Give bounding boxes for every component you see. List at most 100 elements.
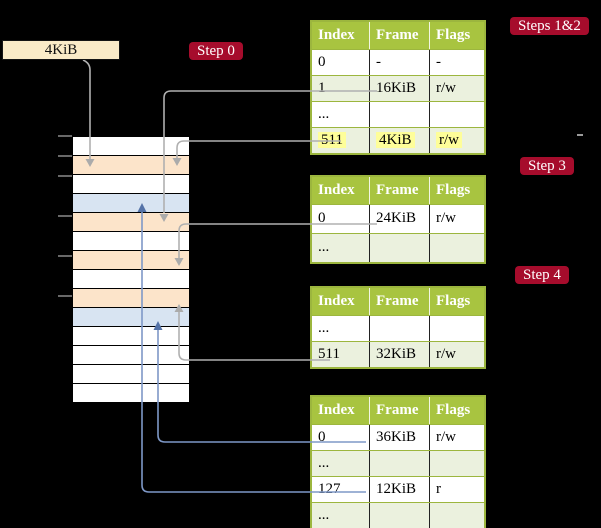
table-cell: 511 <box>312 128 369 153</box>
table-cell: - <box>429 50 484 75</box>
table-cell: 127 <box>312 477 369 502</box>
cell-value: 32KiB <box>376 346 417 362</box>
cell-value: ... <box>318 455 330 471</box>
memory-frame-row-12-free <box>72 364 190 384</box>
column-header-index: Index <box>318 182 355 198</box>
table-cell: 0 <box>312 50 369 75</box>
cell-value: - <box>376 54 381 70</box>
table-cell: r/w <box>429 342 484 367</box>
cell-value: 0 <box>318 210 326 226</box>
table-cell <box>369 102 429 127</box>
arrow-l3-entry-511-to-frame-32kib <box>178 312 330 361</box>
table-cell: 0 <box>312 425 369 450</box>
cell-value: 36KiB <box>376 429 417 445</box>
column-header-index: Index <box>318 27 355 43</box>
ptbr-box: 4KiB <box>2 40 120 60</box>
cell-value: ... <box>318 320 330 336</box>
table-row: 0 24KiB r/w <box>312 204 484 233</box>
table-row: ... <box>312 502 484 528</box>
column-header-flags: Flags <box>429 288 484 315</box>
ptbr-label: 4KiB <box>44 42 78 58</box>
table-cell: r/w <box>429 128 484 153</box>
table-cell: ... <box>312 451 369 476</box>
cell-value: r/w <box>436 80 456 96</box>
cell-value: 511 <box>318 346 340 362</box>
cell-value: 16KiB <box>376 80 417 96</box>
column-header-index: Index <box>318 293 355 309</box>
table-cell <box>369 234 429 262</box>
table-cell: r/w <box>429 205 484 233</box>
cell-value: ... <box>318 507 330 523</box>
table-row: 0 36KiB r/w <box>312 424 484 450</box>
table-row: ... <box>312 233 484 262</box>
column-header-flags: Flags <box>429 177 484 204</box>
memory-frame-row-0-free <box>72 136 190 156</box>
table-cell <box>429 234 484 262</box>
table-cell: r/w <box>429 76 484 101</box>
table-row: ... <box>312 450 484 476</box>
table-row: ... <box>312 315 484 341</box>
column-header-flags: Flags <box>429 22 484 49</box>
column-header-frame: Frame <box>369 177 429 204</box>
table-cell: r/w <box>429 425 484 450</box>
cell-value: ... <box>318 239 330 255</box>
cell-value: r/w <box>436 210 456 226</box>
table-cell: - <box>369 50 429 75</box>
highlighted-cell-value: 511 <box>318 132 346 148</box>
table-cell: 1 <box>312 76 369 101</box>
cell-value: 0 <box>318 54 326 70</box>
table-cell <box>429 451 484 476</box>
memory-frame-row-7-free <box>72 269 190 289</box>
table-cell: 36KiB <box>369 425 429 450</box>
highlighted-cell-value: r/w <box>436 132 462 148</box>
table-cell <box>369 503 429 528</box>
label-step-0: Step 0 <box>189 42 243 60</box>
memory-frame-row-2-free <box>72 174 190 194</box>
memory-frame-row-6-pagetable <box>72 250 190 270</box>
table-cell: ... <box>312 316 369 341</box>
cell-value: r/w <box>436 429 456 445</box>
table-cell: 12KiB <box>369 477 429 502</box>
table-cell: 0 <box>312 205 369 233</box>
column-header-frame: Frame <box>369 397 429 424</box>
memory-frame-row-1-pagetable <box>72 155 190 175</box>
table-cell: ... <box>312 503 369 528</box>
cell-value: 1 <box>318 80 326 96</box>
label-steps-1-and-2: Steps 1&2 <box>510 17 589 35</box>
table-row: 0 - - <box>312 49 484 75</box>
table-cell: 24KiB <box>369 205 429 233</box>
memory-frame-row-3-data <box>72 193 190 213</box>
table-cell <box>429 102 484 127</box>
table-cell: 511 <box>312 342 369 367</box>
cell-value: r <box>436 481 441 497</box>
memory-frame-row-13-free <box>72 383 190 403</box>
cell-value: 0 <box>318 429 326 445</box>
memory-frame-row-4-pagetable <box>72 212 190 232</box>
table-cell: 16KiB <box>369 76 429 101</box>
table-cell <box>369 451 429 476</box>
table-cell: 32KiB <box>369 342 429 367</box>
memory-frame-row-5-free <box>72 231 190 251</box>
table-row: 127 12KiB r <box>312 476 484 502</box>
cell-value: 127 <box>318 481 341 497</box>
memory-frame-row-9-data <box>72 307 190 327</box>
table-cell: ... <box>312 102 369 127</box>
table-cell <box>429 503 484 528</box>
label-step-4: Step 4 <box>515 266 569 284</box>
connector-remnant-dash <box>577 134 583 136</box>
label-step-3: Step 3 <box>520 157 574 175</box>
cell-value: 24KiB <box>376 210 417 226</box>
column-header-index: Index <box>318 402 355 418</box>
table-row: 1 16KiB r/w <box>312 75 484 101</box>
memory-frame-row-8-pagetable <box>72 288 190 308</box>
cell-value: ... <box>318 106 330 122</box>
table-row: ... <box>312 101 484 127</box>
